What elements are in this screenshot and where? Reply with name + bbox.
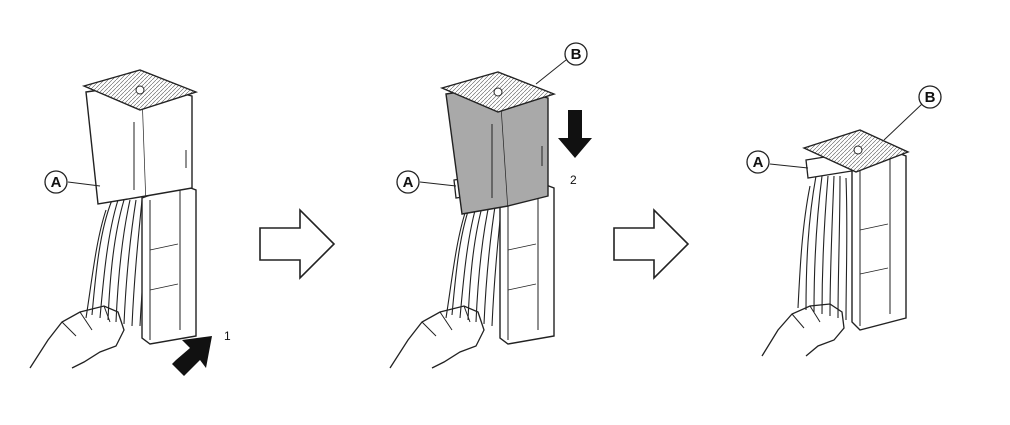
push-arrow-icon [172, 336, 212, 376]
wire-bundle [85, 199, 149, 327]
step-2-illustration: B A 2 [389, 42, 592, 369]
arrow-number-2: 2 [570, 173, 577, 187]
step-transition-arrow-icon [259, 208, 336, 280]
callout-a-label: A [51, 174, 62, 191]
callout-a-label: A [753, 154, 764, 171]
push-arrow-icon [558, 110, 592, 158]
callout-b-step3: B [883, 85, 942, 141]
step-3-illustration: B A [746, 85, 942, 357]
callout-a-label: A [403, 174, 414, 191]
callout-b-label: B [925, 89, 936, 106]
callout-a-step3: A [746, 150, 809, 174]
callout-b-step2: B [535, 42, 588, 85]
step-1-illustration: A 1 [29, 69, 231, 376]
callout-a-step2: A [396, 170, 457, 194]
hand [389, 305, 485, 369]
callout-b-label: B [571, 46, 582, 63]
hand [29, 305, 125, 369]
hand [761, 303, 845, 357]
callout-a-step1: A [44, 170, 101, 194]
wire-bundle [797, 175, 848, 321]
step-transition-arrow-icon [613, 208, 690, 280]
wire-bundle [445, 199, 503, 327]
arrow-number-1: 1 [224, 329, 231, 343]
